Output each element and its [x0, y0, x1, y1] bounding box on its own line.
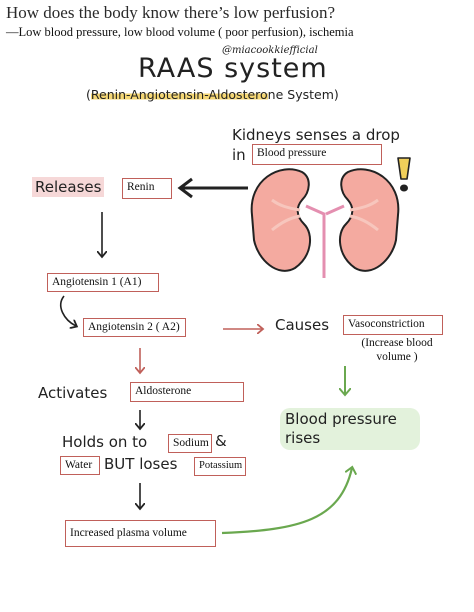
- potassium-box: Potassium: [194, 457, 246, 476]
- activates-label: Activates: [38, 384, 108, 402]
- kidneys-sense-label: Kidneys senses a drop: [232, 126, 400, 144]
- angiotensin-2-box: Angiotensin 2 ( A2): [83, 318, 186, 337]
- exclamation-icon: [394, 155, 414, 199]
- bp-rises-highlight: [280, 408, 420, 450]
- subtitle-highlighted-text: Renin-Angiotensin-Aldostero: [90, 87, 268, 102]
- water-box: Water: [60, 456, 100, 475]
- watermark: @miacookkiefficial: [222, 45, 318, 56]
- plasma-volume-box: Increased plasma volume: [65, 520, 216, 547]
- question-subtitle: —Low blood pressure, low blood volume ( …: [6, 25, 354, 39]
- vasoconstriction-box: Vasoconstriction: [343, 315, 443, 335]
- arrow-a1-to-a2: [60, 295, 76, 326]
- ampersand: &: [215, 432, 227, 450]
- aldosterone-box: Aldosterone: [130, 382, 244, 402]
- but-loses-label: BUT loses: [104, 455, 178, 473]
- vasoconstriction-note: (Increase blood volume ): [361, 337, 433, 363]
- diagram-title: RAAS system: [138, 53, 328, 84]
- question-title: How does the body know there’s low perfu…: [6, 3, 336, 22]
- arrow-kidney-to-renin: [177, 177, 248, 199]
- kidney-icon: [240, 160, 410, 284]
- blood-pressure-box: Blood pressure: [252, 144, 382, 165]
- subtitle-rest-text: ne System): [267, 87, 339, 102]
- causes-label: Causes: [275, 316, 330, 334]
- holds-on-label: Holds on to: [62, 433, 148, 451]
- subtitle-open-paren: (: [86, 87, 91, 102]
- angiotensin-1-box: Angiotensin 1 (A1): [47, 273, 159, 292]
- bp-rises-line1: Blood pressure: [285, 410, 397, 428]
- sodium-box: Sodium: [168, 434, 212, 453]
- kidneys-in-label: in: [232, 146, 246, 164]
- bp-rises-line2: rises: [285, 429, 321, 447]
- renin-box: Renin: [122, 178, 172, 199]
- arrow-plasma-to-bp: [221, 468, 352, 535]
- diagram-subtitle: (Renin-Angiotensin-Aldosterone System): [86, 87, 339, 102]
- releases-label: Releases: [32, 177, 105, 197]
